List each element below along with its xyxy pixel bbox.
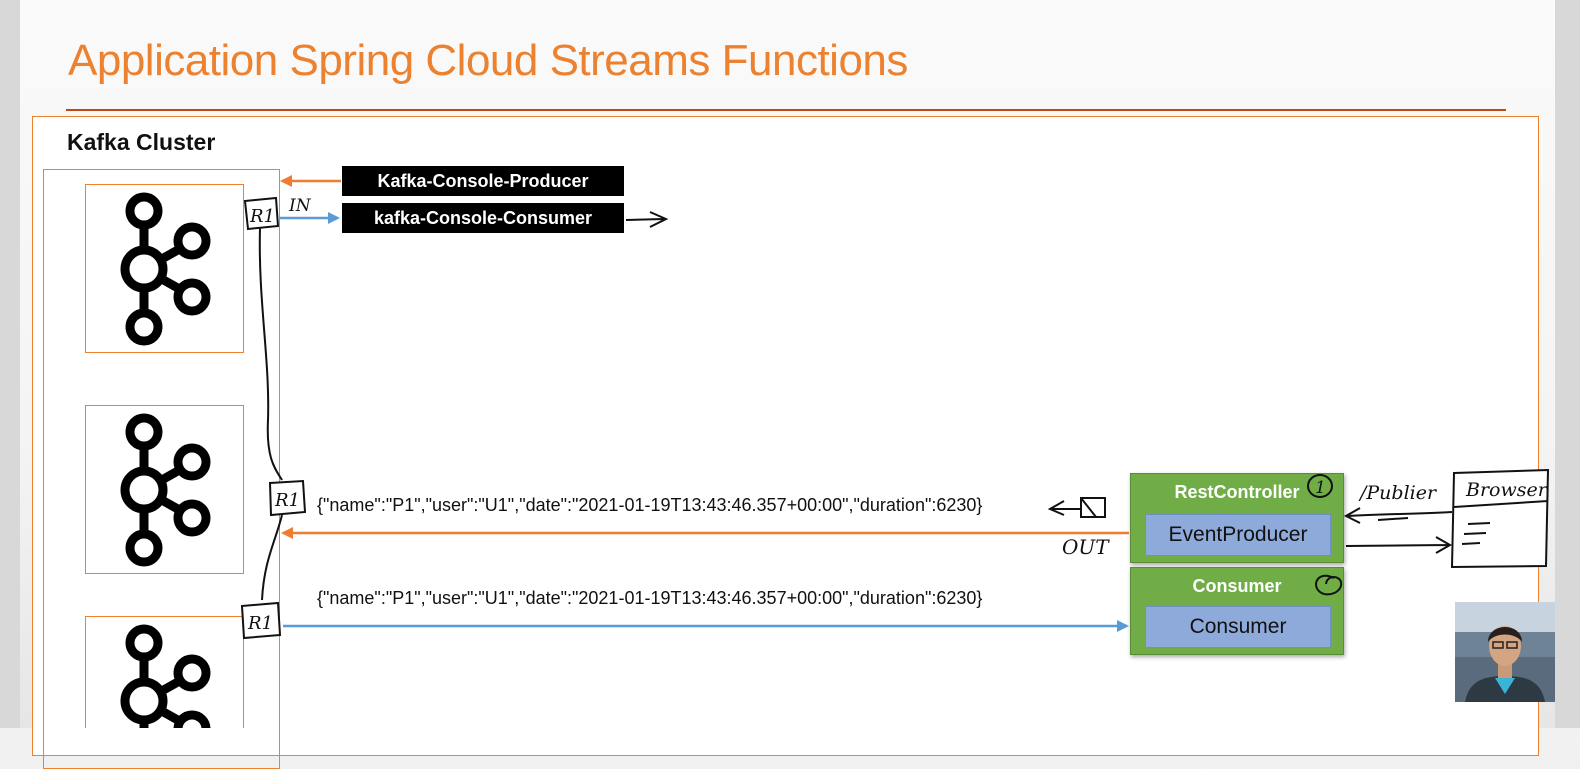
console-consumer-box: kafka-Console-Consumer [342,203,624,233]
diagram-overlay: R1 R1 R1 IN OUT 1 Browser /Publier [240,175,1550,640]
kafka-broker-2 [85,405,244,574]
consumer-inner-box: Consumer [1145,606,1331,648]
kafka-broker-1 [85,184,244,353]
partition-box-mid: R1 [268,479,307,517]
kafka-logo-icon [120,192,211,346]
consumer-service-title: Consumer [1192,576,1282,596]
rest-controller-box: RestController EventProducer [1130,473,1344,563]
publish-label: /Publier [1358,482,1438,504]
partition-box-bottom: R1 [240,601,282,640]
partition-bottom-label: R1 [247,613,273,634]
left-margin [0,0,20,728]
partition-link-line-lower [261,514,283,601]
in-label: IN [288,196,312,216]
partition-box-top: R1 [243,196,280,231]
number-one-badge: 1 [1307,474,1333,498]
out-message-json: {"name":"P1","user":"U1","date":"2021-01… [317,495,983,515]
slide-title: Application Spring Cloud Streams Functio… [68,36,908,85]
kafka-logo-icon [120,413,211,567]
publish-dash [1377,517,1409,521]
right-margin [1555,0,1580,728]
out-label: OUT [1062,535,1110,559]
hand-arrow-left [1047,500,1080,516]
svg-text:1: 1 [1315,478,1326,498]
webcam-presenter-icon [1455,602,1555,702]
partition-top-label: R1 [249,206,275,227]
partition-mid-label: R1 [274,490,300,511]
kafka-cluster-label: Kafka Cluster [67,129,216,155]
in-message-json: {"name":"P1","user":"U1","date":"2021-01… [317,588,983,608]
browser-label: Browser [1465,479,1549,501]
loop-scribble-icon [1315,574,1343,596]
envelope-icon [1080,497,1106,518]
console-producer-box: Kafka-Console-Producer [342,166,624,196]
controller-to-browser-arrow [1345,536,1453,554]
browser-to-controller-arrow [1343,507,1453,524]
kafka-logo-icon [120,624,211,728]
event-producer-box: EventProducer [1145,514,1331,556]
title-underline [66,109,1506,111]
browser-sketch: Browser [1450,468,1550,569]
hand-arrow-right [625,211,669,228]
consumer-service-box: Consumer Consumer [1130,567,1344,655]
webcam-presenter-thumbnail [1455,602,1555,702]
kafka-broker-3 [85,616,244,728]
rest-controller-title: RestController [1174,482,1300,502]
partition-link-line [258,227,283,481]
